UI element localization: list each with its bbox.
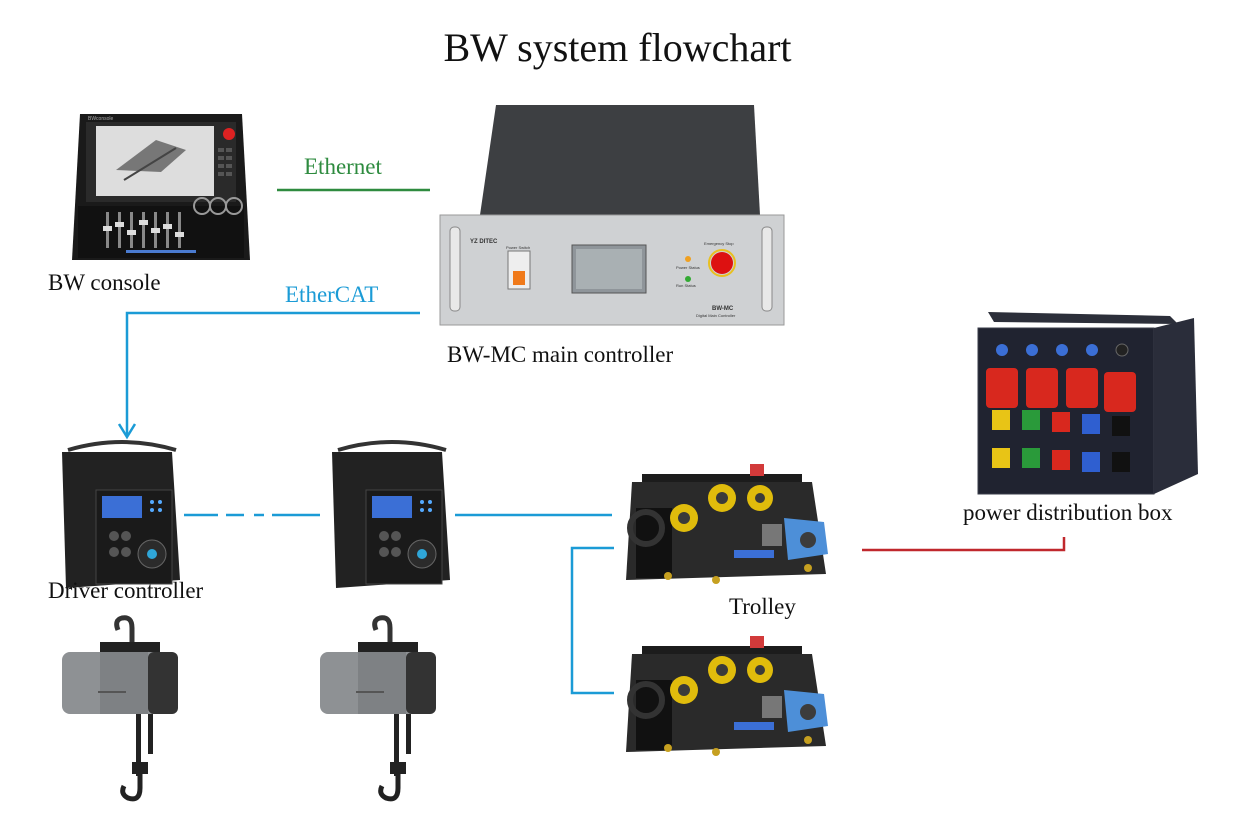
driver-controller-image-2 xyxy=(332,440,450,588)
bottom-hook xyxy=(378,774,401,802)
emergency-stop-text: Emergency Stop xyxy=(704,241,734,246)
left-handle xyxy=(449,226,461,312)
console-stop-button xyxy=(223,128,235,140)
diagram-title: BW system flowchart xyxy=(443,25,792,70)
bw-mc-controller-image: YZ DITEC Power Switch Power Status Emerg… xyxy=(439,105,785,326)
run-status-text: Run Status xyxy=(676,283,696,288)
top-hook xyxy=(372,615,393,642)
bw-console-label: BW console xyxy=(48,270,161,295)
ethercat-line xyxy=(125,311,420,436)
power-line xyxy=(862,537,1066,552)
ethercat-arrowhead xyxy=(117,423,137,440)
ethercat-label: EtherCAT xyxy=(285,282,379,307)
driver-controller-image-1 xyxy=(62,440,180,588)
power-box-label: power distribution box xyxy=(963,500,1173,525)
console-brand-text: BWconsole xyxy=(88,116,114,122)
top-hook xyxy=(114,615,135,642)
driver-controller-label: Driver controller xyxy=(48,578,204,603)
power-distribution-box-image xyxy=(977,312,1198,495)
mc-brand-text: YZ DITEC xyxy=(470,239,498,245)
emergency-stop-button xyxy=(711,252,733,274)
ethernet-label: Ethernet xyxy=(304,154,382,179)
mc-model-text: BW-MC xyxy=(712,306,734,312)
trolley-bracket-line xyxy=(570,546,614,695)
trolley-image-1 xyxy=(626,464,828,584)
trolley-image-2 xyxy=(626,636,828,756)
power-status-text: Power Status xyxy=(676,265,700,270)
power-status-light xyxy=(685,256,691,262)
bw-console-image: BWconsole xyxy=(72,114,250,260)
trolley-label: Trolley xyxy=(729,594,796,619)
chain-hoist-image-2 xyxy=(320,615,436,802)
chain-hoist-image-1 xyxy=(62,615,178,802)
power-switch-text: Power Switch xyxy=(506,245,530,250)
right-handle xyxy=(761,226,773,312)
bw-mc-label: BW-MC main controller xyxy=(447,342,674,367)
bottom-hook xyxy=(120,774,143,802)
run-status-light xyxy=(685,276,691,282)
mc-subtitle-text: Digital Main Controller xyxy=(696,313,736,318)
